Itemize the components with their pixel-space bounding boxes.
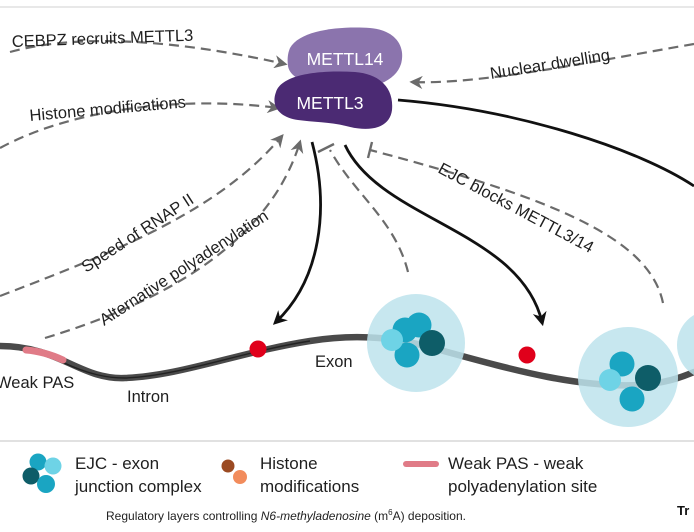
ejc-inhibit-line-1: [329, 149, 410, 273]
mettl3-shape: [274, 71, 393, 129]
deposition-arrow-left: [272, 141, 322, 325]
mettl3-label: METTL3: [296, 93, 363, 113]
intron-label: Intron: [127, 388, 169, 406]
m6a-dot-2: [518, 346, 536, 364]
apa-arrow: [44, 139, 304, 340]
mettl-complex: METTL14 METTL3: [274, 27, 403, 129]
legend-pas-line2: polyadenylation site: [448, 477, 597, 496]
m6a-dot-1: [249, 340, 267, 358]
weak-pas-segment: [22, 346, 67, 364]
legend-histone-line2: modifications: [260, 477, 359, 496]
legend-pas-line1: Weak PAS - weak: [448, 454, 584, 473]
legend-histone-icon: [221, 459, 247, 484]
nuclear-dwelling-arrow: [409, 42, 694, 90]
ejc-inhibit-line-2: [369, 148, 665, 304]
legend-ejc-line2: junction complex: [74, 477, 202, 496]
legend-ejc-line1: EJC - exon: [75, 454, 159, 473]
legend-histone-line1: Histone: [260, 454, 318, 473]
histone-arrow: [0, 100, 281, 149]
deposition-arrow-right: [397, 98, 694, 188]
ejc-complex-1: [367, 294, 465, 392]
corner-mark: Tr: [677, 503, 689, 518]
rnap-arrow: [0, 133, 284, 298]
legend-ejc-icon: [22, 453, 62, 493]
ejc-complex-2: [578, 327, 678, 427]
figure-caption: Regulatory layers controlling N6-methyla…: [106, 508, 466, 523]
mettl14-label: METTL14: [307, 49, 384, 69]
cebpz-label: CEBPZ recruits METTL3: [12, 27, 194, 51]
exon-label: Exon: [315, 353, 353, 371]
ejc-inhibit-bar-2: [366, 141, 374, 159]
apa-label: Alternative polyadenylation: [96, 207, 271, 330]
weak-pas-label: Weak PAS: [0, 374, 74, 392]
deposition-arrow-middle: [343, 144, 547, 327]
histone-label: Histone modifications: [29, 93, 187, 125]
cebpz-arrow: [9, 39, 288, 69]
ejc-complex-3-partial: [677, 314, 694, 376]
ejc-blocks-label: EJC blocks METTL3/14: [435, 160, 596, 257]
nuclear-dwelling-label: Nuclear dwelling: [489, 46, 611, 83]
ejc-inhibit-bar-1: [317, 142, 335, 154]
